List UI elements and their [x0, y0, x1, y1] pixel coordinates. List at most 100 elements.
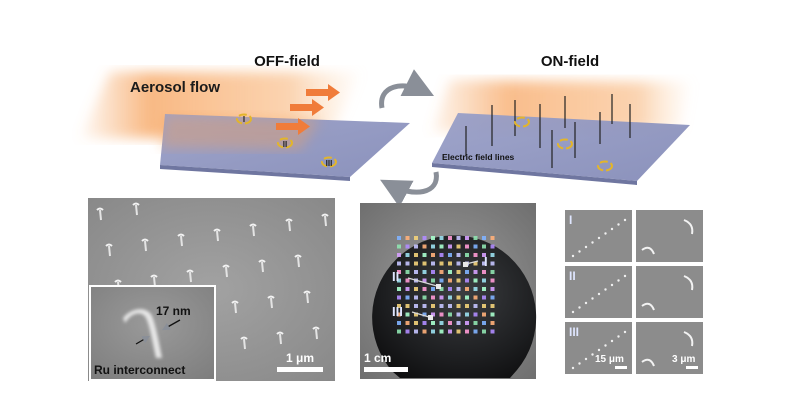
flow-arrow-1	[306, 84, 340, 101]
wafer-die	[448, 329, 452, 334]
wafer-die	[473, 295, 478, 300]
nanowire	[96, 207, 104, 221]
nanowire	[276, 331, 284, 345]
sem-grid-cell-2-1: II	[565, 266, 632, 318]
nanowire	[258, 259, 266, 273]
wafer-callout-III: III	[392, 304, 433, 320]
svg-text:II: II	[392, 269, 399, 284]
inset-caption: Ru interconnect	[94, 363, 185, 377]
aerosol-overlay	[160, 114, 320, 150]
wafer-die	[465, 295, 469, 300]
wafer-die	[397, 312, 401, 317]
wafer-die	[490, 321, 495, 325]
on-marker-3	[597, 160, 613, 172]
wafer-die	[422, 261, 427, 266]
nanowire	[213, 228, 221, 242]
wafer-die	[448, 270, 452, 274]
wafer-die	[456, 329, 461, 334]
wafer-die	[405, 312, 410, 317]
svg-text:II: II	[283, 140, 287, 149]
wafer-die	[439, 304, 444, 308]
wafer-die	[448, 236, 452, 240]
wafer-die	[397, 278, 401, 283]
wafer-die	[473, 261, 478, 266]
wafer-die	[431, 236, 435, 240]
wafer-die	[482, 244, 486, 249]
wafer-die	[405, 287, 410, 291]
wafer-die	[465, 236, 469, 240]
wafer-die	[422, 321, 427, 325]
wafer-die	[397, 270, 401, 274]
wafer-die	[482, 295, 486, 300]
wafer-die	[456, 304, 461, 308]
wafer-die	[456, 321, 461, 325]
wafer-die	[473, 304, 478, 308]
wafer-die	[456, 287, 461, 291]
width-arrow-left-icon	[135, 335, 151, 345]
wafer-die	[482, 312, 486, 317]
wafer-scale-label: 1 cm	[364, 351, 391, 365]
wafer-die	[397, 236, 401, 240]
sem-grid-row-label-2: II	[569, 269, 576, 283]
wafer-die	[482, 261, 486, 266]
wafer-die	[490, 270, 495, 274]
wafer-die	[465, 253, 469, 257]
substrate-edge-off	[160, 165, 350, 181]
wafer-die	[422, 295, 427, 300]
wafer-die	[482, 321, 486, 325]
wafer-die	[465, 287, 469, 291]
inset-panel: 17 nm Ru interconnect	[89, 285, 216, 381]
sem-grid-cell-1-2	[636, 210, 703, 262]
wafer-die	[405, 329, 410, 334]
cycle-arrows	[379, 69, 439, 208]
wafer-die	[431, 261, 435, 266]
sem-grid-scale-right: 3 μm	[672, 354, 698, 369]
wafer-callout-I: I	[463, 254, 488, 269]
wafer-die	[422, 236, 427, 240]
wafer-die	[439, 278, 444, 283]
wafer-die	[397, 321, 401, 325]
sem-grid-row-label-1: I	[569, 213, 572, 227]
wafer-die	[482, 278, 486, 283]
wafer-die	[456, 253, 461, 257]
sem-grid-cell-2-2	[636, 266, 703, 318]
wafer-die	[465, 244, 469, 249]
wafer-die	[490, 261, 495, 266]
nanowire	[186, 269, 194, 283]
wafer-callout-II: II	[392, 269, 441, 289]
wafer-disc	[372, 235, 537, 378]
wafer-die	[473, 312, 478, 317]
nanowire	[285, 218, 293, 232]
wafer-die	[431, 270, 435, 274]
nanowire	[141, 238, 149, 252]
flow-arrow-2	[290, 99, 324, 116]
wafer-die	[405, 261, 410, 266]
wafer-die	[414, 244, 418, 249]
wafer-die	[456, 295, 461, 300]
wafer-die	[482, 304, 486, 308]
wafer-die	[490, 329, 495, 334]
wafer-die	[397, 253, 401, 257]
wafer-die	[473, 329, 478, 334]
wafer-die	[439, 287, 444, 291]
cycle-arrow-top-icon	[379, 69, 435, 109]
nanowire	[132, 202, 140, 216]
wafer-die	[490, 287, 495, 291]
nanowire	[294, 254, 302, 268]
wafer-die	[473, 321, 478, 325]
wafer-die	[422, 287, 427, 291]
wafer-die	[448, 253, 452, 257]
wafer-panel: I II III 1 cm	[360, 203, 537, 379]
svg-text:I: I	[484, 254, 488, 269]
sem-grid-scale-left: 15 μm	[595, 354, 627, 369]
wafer-die	[405, 321, 410, 325]
on-marker-1	[514, 116, 530, 128]
nanowire	[231, 300, 239, 314]
wafer-die	[448, 261, 452, 266]
field-lines-label: Electric field lines	[442, 152, 515, 162]
nanowire	[222, 264, 230, 278]
sem-grid-cell-3-1: III	[565, 322, 632, 374]
wafer-die	[456, 312, 461, 317]
wafer-die	[405, 236, 410, 240]
wafer-die	[431, 329, 435, 334]
